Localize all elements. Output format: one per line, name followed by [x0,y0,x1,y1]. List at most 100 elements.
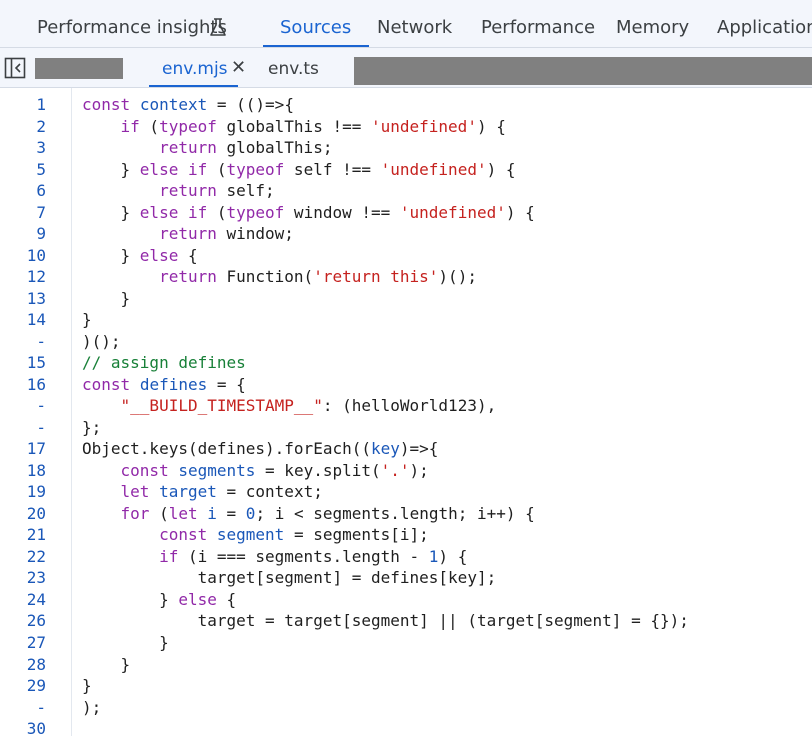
line-number[interactable]: 19 [26,482,46,502]
tab-application[interactable]: Application [717,0,812,47]
line-number[interactable]: 3 [36,138,46,158]
tab-performance[interactable]: Performance [481,0,595,47]
sidebar-toggle-icon[interactable] [4,57,26,79]
line-number[interactable]: 7 [36,202,46,222]
code-text: } [82,633,169,652]
code-line: 23 target[segment] = defines[key]; [0,567,812,589]
code-line: -); [0,697,812,719]
line-number[interactable]: 15 [26,353,46,373]
code-text: } [82,676,92,696]
line-number[interactable]: 17 [26,439,46,459]
line-number[interactable]: 29 [26,676,46,696]
line-number[interactable]: 16 [26,374,46,394]
code-text: if (typeof globalThis !== 'undefined') { [120,116,506,136]
line-number[interactable]: 20 [26,503,46,523]
code-text: } else { [82,245,198,265]
file-tab-bar: env.mjs ✕ env.ts [0,48,812,88]
code-line: 26 target = target[segment] || (target[s… [0,610,812,632]
code-text: target[segment] = defines[key]; [82,568,497,588]
code-line: 7 } else if (typeof window !== 'undefine… [0,202,812,224]
code-line: 6 return self; [0,180,812,202]
line-number[interactable]: 21 [26,525,46,545]
code-text: const defines = { [82,374,246,394]
tab-network[interactable]: Network [377,0,452,47]
code-line: 24 } else { [0,589,812,611]
code-line: 27 } [0,632,812,654]
code-text: } else if (typeof window !== 'undefined'… [82,202,535,222]
file-tab-label: env.ts [268,59,319,79]
code-text: target = target[segment] || (target[segm… [82,611,689,631]
code-line: 13 } [0,288,812,310]
tab-performance-insights[interactable]: Performance insights [37,0,227,47]
line-number[interactable]: 13 [26,288,46,308]
line-number[interactable]: 1 [36,95,46,114]
code-line: 15// assign defines [0,352,812,374]
tab-label: Network [377,17,453,38]
code-text: if (i === segments.length - 1) { [159,546,468,566]
file-tab-env-ts[interactable]: env.ts [268,48,319,87]
line-number[interactable]: - [36,697,46,717]
code-line: 2 if (typeof globalThis !== 'undefined')… [0,116,812,138]
close-icon[interactable]: ✕ [231,57,247,78]
line-number[interactable]: 23 [26,568,46,588]
line-number[interactable]: 10 [26,245,46,265]
line-number[interactable]: 6 [36,181,46,201]
file-tab-label: env.mjs [162,59,228,79]
line-number[interactable]: 28 [26,654,46,674]
code-text: }; [82,417,102,437]
code-line: 29} [0,675,812,697]
line-number[interactable]: - [36,396,46,416]
code-text: } else if (typeof self !== 'undefined') … [82,159,516,179]
tab-label: Performance [481,17,596,38]
code-line: 17 Object.keys(defines).forEach((key)=>{ [0,438,812,460]
code-line: 18 const segments = key.split('.'); [0,460,812,482]
code-line: 5 } else if (typeof self !== 'undefined'… [0,159,812,181]
tab-label: Application [717,17,812,38]
code-line: 30 [0,718,812,740]
code-line: 16 const defines = { [0,374,812,396]
code-text: } [82,288,131,308]
tab-sources[interactable]: Sources [262,0,370,47]
code-line: 9 return window; [0,223,812,245]
tab-label: Memory [616,17,690,38]
code-text: const segment = segments[i]; [159,525,429,545]
code-text: } [82,310,92,330]
line-number[interactable]: 18 [26,460,46,480]
file-tab-env-mjs[interactable]: env.mjs [149,48,237,87]
line-number[interactable]: 2 [36,116,46,136]
line-number[interactable]: 22 [26,546,46,566]
code-line: 19 let target = context; [0,481,812,503]
code-line: - )(); [0,331,812,353]
line-number[interactable]: 5 [36,159,46,179]
code-text: return Function('return this')(); [159,267,477,287]
code-text: return globalThis; [159,138,333,158]
code-line: 14} [0,309,812,331]
code-text: Object.keys(defines).forEach((key)=>{ [82,439,439,459]
code-line: 22 if (i === segments.length - 1) { [0,546,812,568]
line-number[interactable]: - [36,417,46,437]
flask-icon [210,18,226,36]
line-number[interactable]: 12 [26,267,46,287]
code-text: for (let i = 0; i < segments.length; i++… [120,503,535,523]
code-text: )(); [82,331,121,351]
line-number-gutter [0,88,72,736]
code-text: "__BUILD_TIMESTAMP__": (helloWorld123), [120,396,497,416]
code-line: -}; [0,417,812,439]
code-text: return window; [159,224,294,244]
tab-memory[interactable]: Memory [616,0,689,47]
line-number[interactable]: 9 [36,224,46,244]
line-number[interactable]: 26 [26,611,46,631]
line-number[interactable]: 27 [26,633,46,652]
code-line: 12 return Function('return this')(); [0,266,812,288]
code-text: } else { [82,589,237,609]
line-number[interactable]: 30 [26,719,46,739]
code-text: let target = context; [120,482,323,502]
line-number[interactable]: 14 [26,310,46,330]
code-line: 21 const segment = segments[i]; [0,524,812,546]
line-number[interactable]: - [36,331,46,351]
code-line: - "__BUILD_TIMESTAMP__": (helloWorld123)… [0,395,812,417]
code-text: } [82,654,131,674]
line-number[interactable]: 24 [26,589,46,609]
